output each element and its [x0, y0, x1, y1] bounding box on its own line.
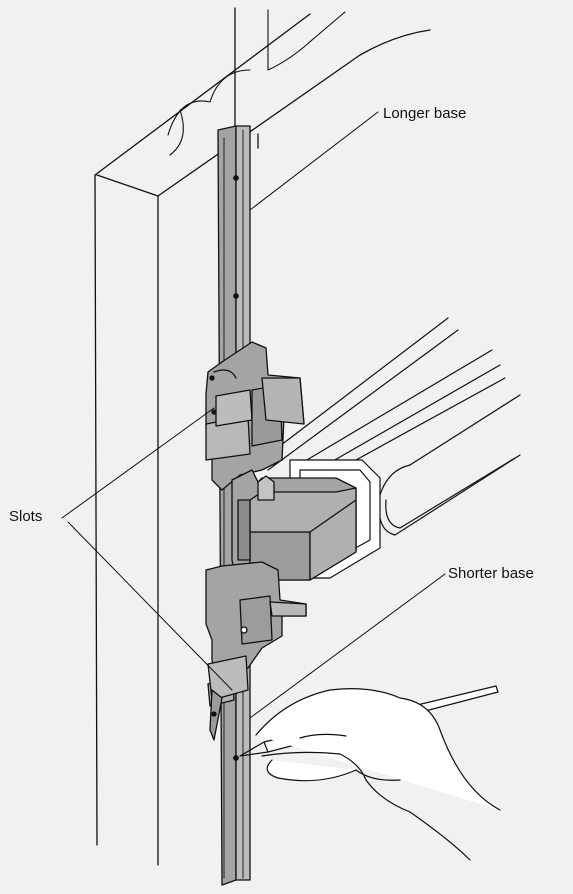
label-slots: Slots — [9, 508, 43, 525]
lower-bracket — [205, 561, 307, 741]
label-shorter-base: Shorter base — [448, 565, 534, 582]
upper-bracket — [205, 341, 305, 491]
label-longer-base: Longer base — [383, 105, 467, 122]
lock-housing — [231, 469, 357, 581]
door-outline — [94, 7, 431, 866]
hand-with-pencil — [239, 685, 501, 861]
callout-leaders — [61, 111, 446, 719]
